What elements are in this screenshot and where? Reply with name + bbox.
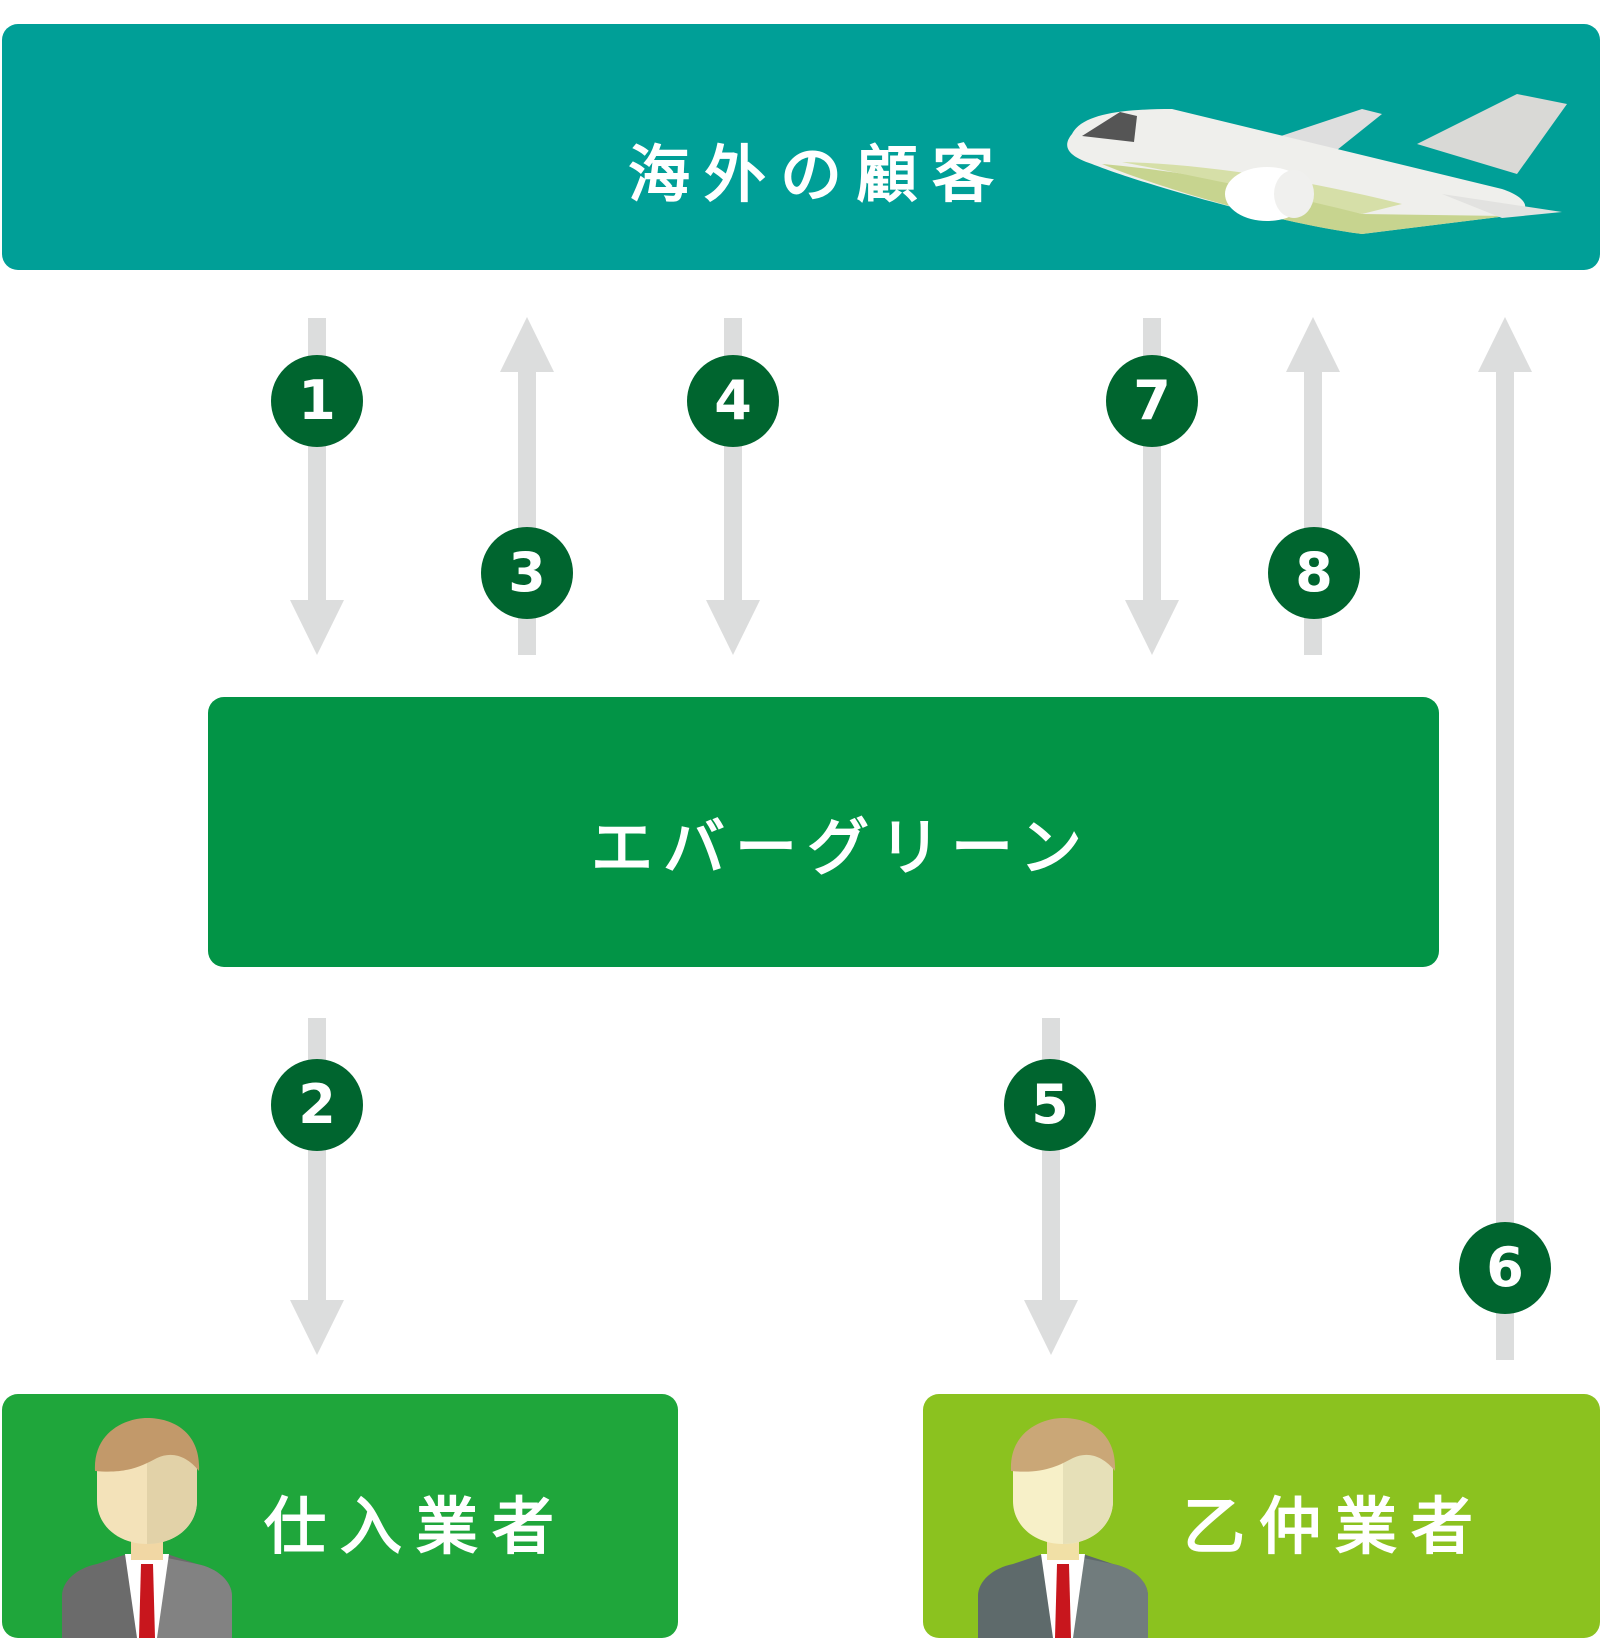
step-7-badge: 7 (1106, 355, 1198, 447)
broker-box: 乙仲業者 (923, 1394, 1600, 1638)
step-5-badge: 5 (1004, 1059, 1096, 1151)
customers-box: 海外の顧客 (2, 24, 1600, 270)
evergreen-label: エバーグリーン (591, 811, 1092, 884)
arrow-step-6 (1478, 317, 1532, 1360)
businessman-icon (62, 1418, 232, 1638)
step-1-badge: 1 (271, 355, 363, 447)
step-3-badge: 3 (481, 527, 573, 619)
supplier-label: 仕入業者 (264, 1490, 569, 1563)
step-8-badge: 8 (1268, 527, 1360, 619)
airplane-icon (1067, 94, 1567, 234)
businessman-icon (978, 1418, 1148, 1638)
customers-label: 海外の顧客 (628, 138, 1009, 211)
step-4-badge: 4 (687, 355, 779, 447)
step-2-badge: 2 (271, 1059, 363, 1151)
supplier-box: 仕入業者 (2, 1394, 678, 1638)
broker-label: 乙仲業者 (1183, 1490, 1488, 1563)
step-6-badge: 6 (1459, 1222, 1551, 1314)
evergreen-box: エバーグリーン (208, 697, 1439, 967)
